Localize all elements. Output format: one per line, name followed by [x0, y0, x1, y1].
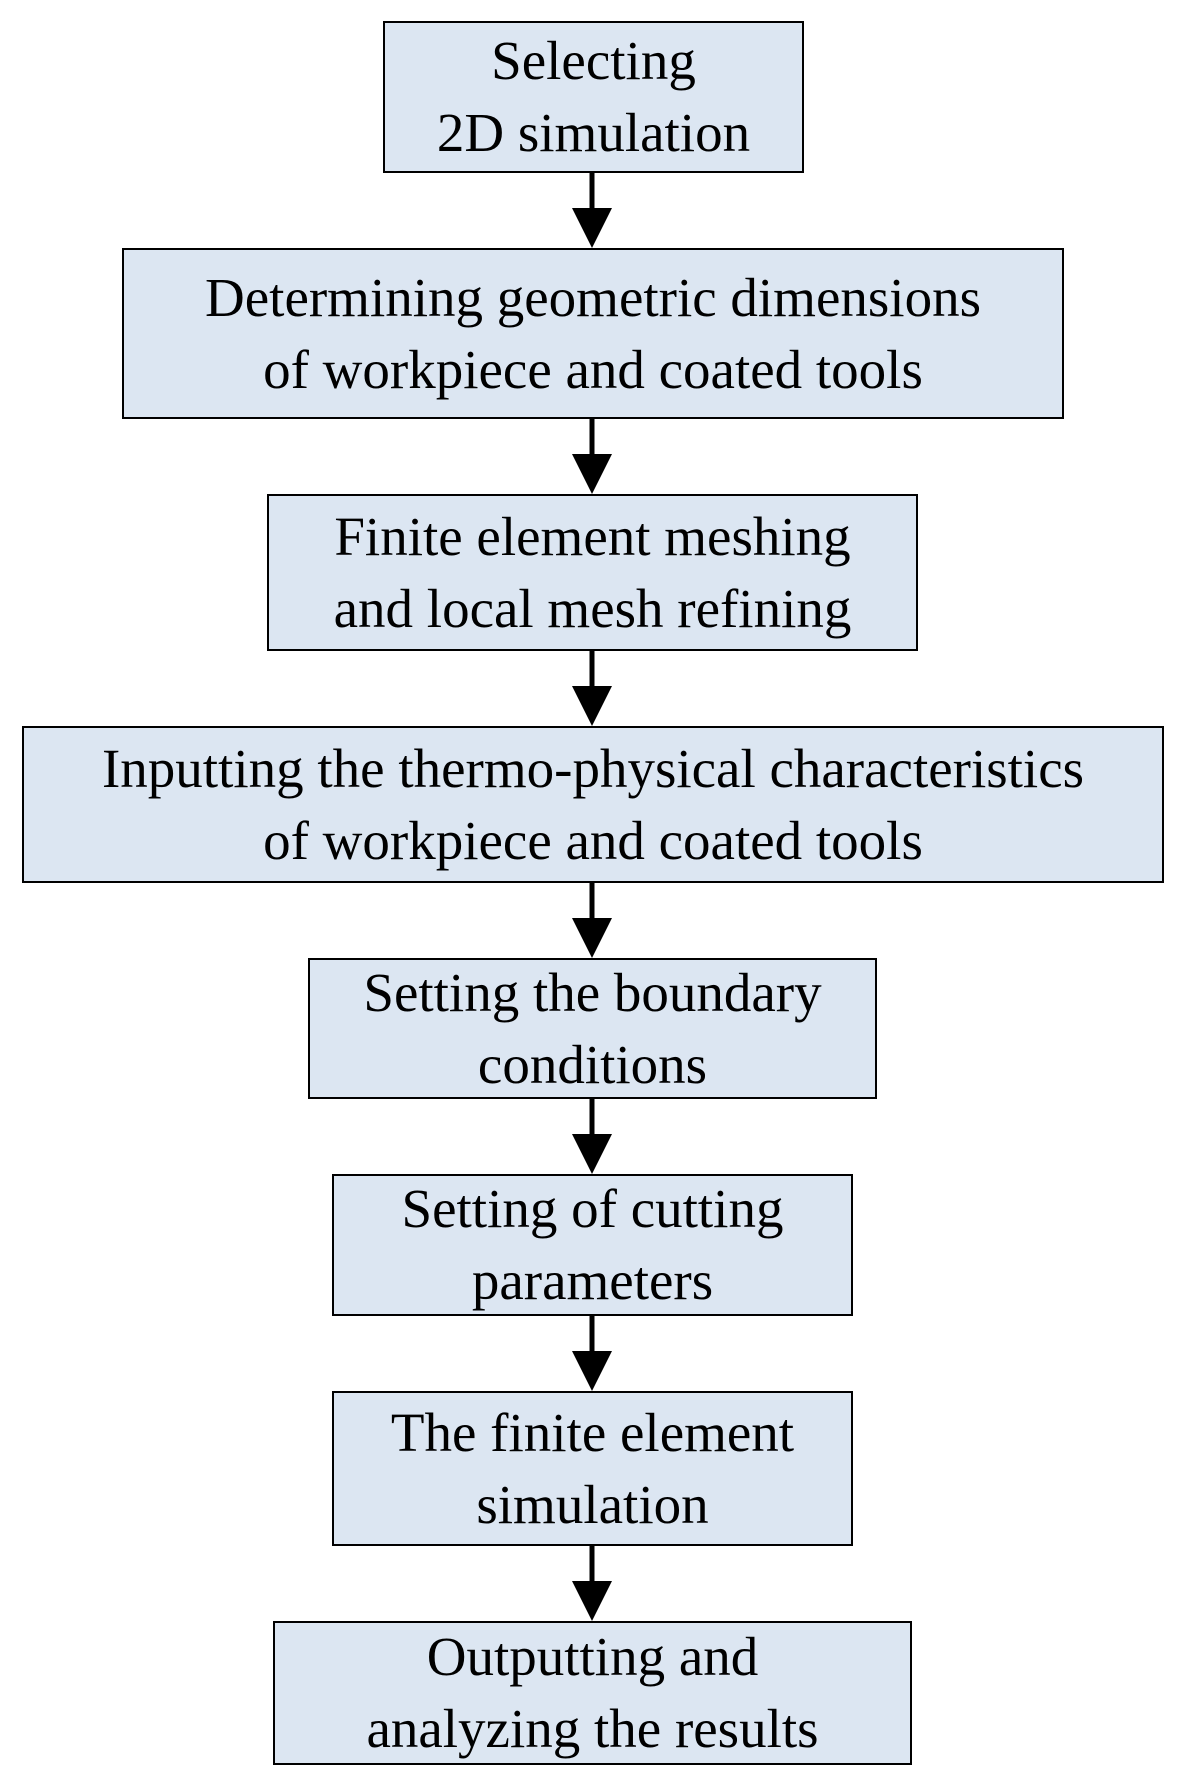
- step-fe-simulation: The finite element simulation: [332, 1391, 853, 1546]
- step-output-results: Outputting and analyzing the results: [273, 1621, 912, 1765]
- step-6-line-1: Setting of cutting: [401, 1178, 784, 1239]
- step-cutting-parameters: Setting of cutting parameters: [332, 1174, 853, 1316]
- step-5-line-1: Setting the boundary: [363, 961, 822, 1023]
- step-7-line-2: simulation: [476, 1473, 709, 1535]
- step-5-line-2: conditions: [477, 1033, 708, 1095]
- step-select-2d-simulation: Selecting 2D simulation: [383, 21, 804, 173]
- step-6-line-2: parameters: [471, 1250, 714, 1311]
- step-1-line-1: Selecting: [491, 30, 696, 91]
- step-geometric-dimensions: Determining geometric dimensions of work…: [122, 248, 1064, 419]
- step-3-line-2: and local mesh refining: [333, 577, 852, 639]
- step-4-line-2: of workpiece and coated tools: [263, 809, 923, 871]
- step-thermo-physical-input: Inputting the thermo-physical characteri…: [22, 726, 1164, 883]
- step-8-line-1: Outputting and: [426, 1626, 759, 1687]
- step-8-line-2: analyzing the results: [366, 1698, 819, 1759]
- step-2-line-2: of workpiece and coated tools: [263, 338, 923, 400]
- step-mesh-refining: Finite element meshing and local mesh re…: [267, 494, 918, 651]
- step-2-line-1: Determining geometric dimensions: [205, 266, 981, 328]
- step-7-line-1: The finite element: [390, 1401, 795, 1463]
- step-1-line-2: 2D simulation: [436, 102, 751, 163]
- step-3-line-1: Finite element meshing: [334, 505, 851, 567]
- step-boundary-conditions: Setting the boundary conditions: [308, 958, 877, 1099]
- step-4-line-1: Inputting the thermo-physical characteri…: [101, 737, 1085, 799]
